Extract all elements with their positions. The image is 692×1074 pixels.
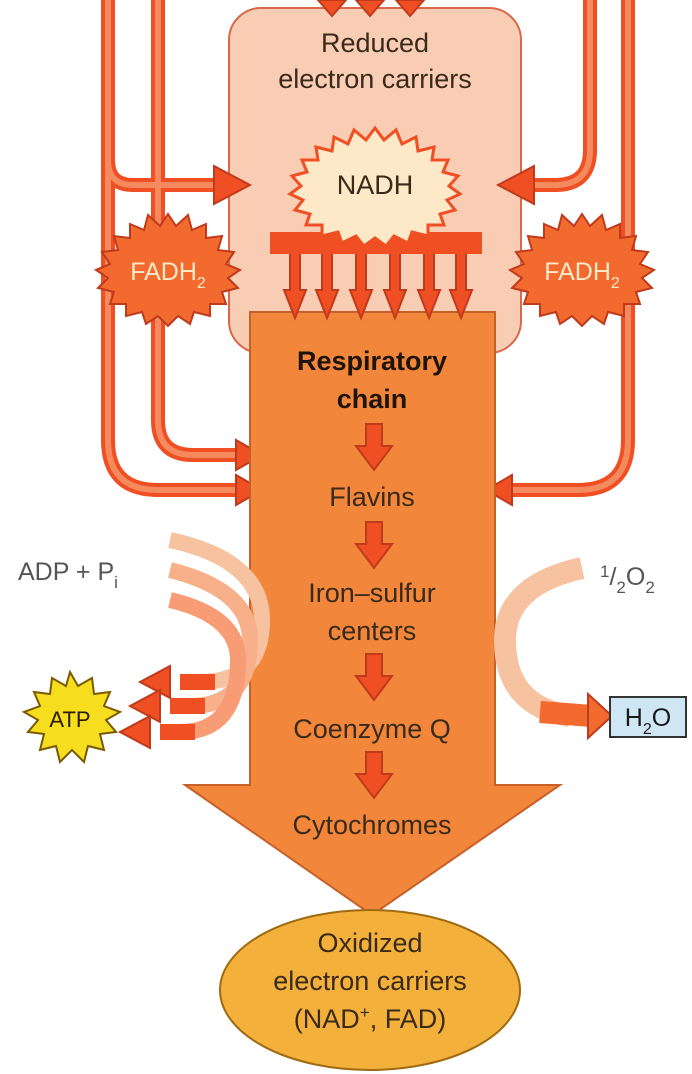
- step-cytochromes: Cytochromes: [292, 810, 451, 840]
- step-iron-sulfur-centers: centers: [328, 616, 417, 646]
- reduced-carriers-line2: electron carriers: [278, 64, 472, 94]
- top-incoming-arrows: [316, 0, 426, 18]
- oxygen-curve: [493, 557, 585, 727]
- chain-title-line1: Respiratory: [297, 346, 447, 376]
- water-box: [609, 696, 687, 738]
- nadh-label: NADH: [337, 170, 414, 200]
- atp-curve-ends: [160, 674, 215, 740]
- oxygen-label: 1/2O2: [600, 562, 655, 597]
- step-arrows: [354, 423, 394, 800]
- atp-arrowheads: [117, 664, 171, 750]
- right-arrowheads: [483, 164, 535, 507]
- step-iron-sulfur: Iron–sulfur: [308, 578, 436, 608]
- atp-burst: ATP: [21, 669, 123, 764]
- chain-title-line2: chain: [337, 384, 408, 414]
- oxygen-curve-end: [539, 701, 593, 727]
- reduced-carriers-line1: Reduced: [321, 28, 429, 58]
- fadh2-left: FADH2: [93, 212, 243, 328]
- fadh2-left-label: FADH2: [130, 258, 206, 292]
- step-coenzyme-q: Coenzyme Q: [293, 714, 451, 744]
- adp-curves: [168, 532, 271, 740]
- respiratory-chain-arrow: [181, 311, 564, 917]
- nadh-burst: [287, 125, 463, 249]
- step-flavins: Flavins: [329, 482, 415, 512]
- fadh2-right: FADH2: [507, 212, 657, 328]
- adp-label: ADP + Pi: [18, 558, 118, 592]
- oxidized-carriers-ellipse: [219, 909, 521, 1071]
- left-feeder-arrows-inner: [105, 0, 243, 493]
- oxidized-line3: (NAD+, FAD): [294, 1003, 446, 1034]
- oxidized-line1: Oxidized: [317, 928, 422, 958]
- oxidized-line2: electron carriers: [273, 966, 467, 996]
- water-arrowhead: [587, 691, 614, 741]
- atp-label: ATP: [49, 707, 90, 732]
- water-label: H2O: [625, 704, 671, 738]
- right-feeder-arrows-inner: [497, 0, 631, 493]
- fadh2-right-label: FADH2: [544, 258, 620, 292]
